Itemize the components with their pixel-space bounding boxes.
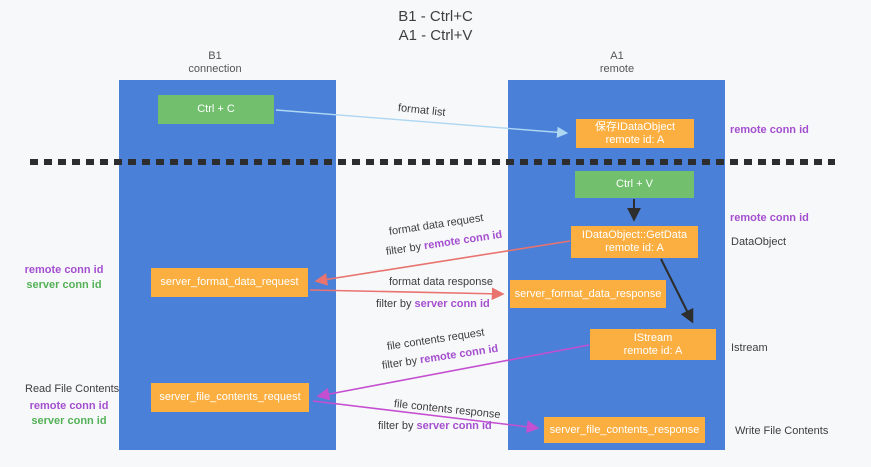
- server-file-contents-response-node: server_file_contents_response: [544, 417, 705, 443]
- right-remote-conn-id-2: remote conn id: [730, 212, 809, 224]
- left-conn-ids-bottom: remote conn id server conn id: [25, 399, 113, 429]
- arrow-format-data-response: [309, 287, 505, 301]
- server-conn-id-text: server conn id: [416, 420, 492, 432]
- left-conn-ids-top: remote conn id server conn id: [20, 263, 108, 293]
- arrow-getdata-to-istream: [660, 258, 694, 324]
- save-idataobject-node: 保存IDataObject remote id: A: [576, 119, 694, 148]
- filter-by-text: filter by: [376, 298, 412, 310]
- arrow-format-list: [275, 109, 569, 138]
- format-data-response-annotation: format data response: [389, 276, 493, 288]
- title-line-1: B1 - Ctrl+C: [398, 8, 473, 25]
- getdata-node: IDataObject::GetData remote id: A: [571, 226, 698, 258]
- server-format-data-request-label: server_format_data_request: [160, 276, 299, 288]
- getdata-line2: remote id: A: [605, 242, 664, 254]
- server-file-contents-request-node: server_file_contents_request: [151, 383, 309, 412]
- save-idataobject-line1: 保存IDataObject: [594, 120, 676, 133]
- right-column-name: A1: [610, 50, 624, 62]
- server-file-contents-response-label: server_file_contents_response: [549, 423, 700, 436]
- istream-side-label: Istream: [731, 342, 768, 354]
- diagram-title: B1 - Ctrl+C A1 - Ctrl+V: [0, 7, 871, 45]
- title-line-2: A1 - Ctrl+V: [398, 27, 473, 44]
- filter-by-server-1: filter by server conn id: [376, 298, 490, 310]
- server-format-data-response-label: server_format_data_response: [514, 287, 662, 300]
- save-idataobject-line2: remote id: A: [605, 133, 665, 146]
- left-server-conn-id-top: server conn id: [26, 279, 102, 291]
- right-column-header: A1 remote: [562, 50, 672, 76]
- istream-line2: remote id: A: [623, 344, 683, 357]
- filter-by-text: filter by: [378, 420, 414, 432]
- arrow-file-contents-response: [312, 400, 540, 434]
- filter-by-server-2: filter by server conn id: [378, 420, 492, 432]
- server-file-contents-request-label: server_file_contents_request: [159, 391, 301, 403]
- istream-line1: IStream: [633, 331, 673, 344]
- server-format-data-request-node: server_format_data_request: [151, 268, 308, 297]
- read-file-contents-label: Read File Contents: [25, 383, 120, 395]
- arrow-format-data-request: [314, 240, 571, 286]
- left-column-header: B1 connection: [160, 50, 270, 76]
- server-conn-id-text: server conn id: [414, 298, 490, 310]
- ctrl-c-node: Ctrl + C: [158, 95, 274, 124]
- right-remote-conn-id-1: remote conn id: [730, 124, 809, 136]
- arrow-file-contents-request: [316, 344, 590, 401]
- server-format-data-response-node: server_format_data_response: [510, 280, 666, 308]
- write-file-contents-label: Write File Contents: [735, 425, 829, 437]
- left-column-name: B1: [208, 50, 222, 62]
- left-remote-conn-id-bottom: remote conn id: [29, 400, 109, 412]
- getdata-line1: IDataObject::GetData: [581, 229, 688, 241]
- right-column-role: remote: [599, 63, 635, 75]
- ctrl-c-label: Ctrl + C: [197, 103, 235, 115]
- ctrl-v-node: Ctrl + V: [575, 171, 694, 198]
- istream-node: IStream remote id: A: [590, 329, 716, 360]
- dataobject-label: DataObject: [731, 236, 787, 248]
- ctrl-v-label: Ctrl + V: [616, 178, 653, 190]
- left-column-role: connection: [188, 63, 242, 75]
- left-remote-conn-id-top: remote conn id: [24, 264, 104, 276]
- left-server-conn-id-bottom: server conn id: [31, 415, 107, 427]
- dashed-divider-line: [30, 159, 835, 165]
